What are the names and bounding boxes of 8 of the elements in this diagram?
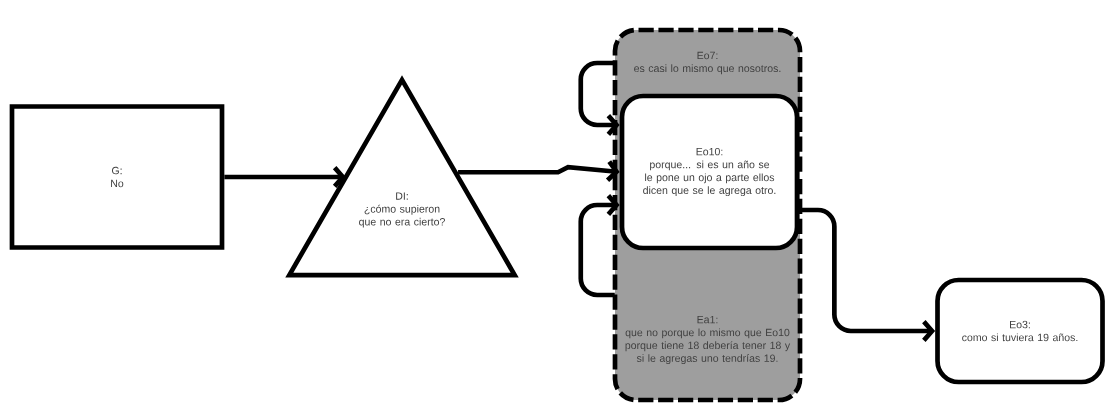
process-box: G: No [9, 104, 225, 250]
arrow [578, 194, 620, 298]
arrow [799, 207, 936, 342]
arrow [224, 166, 346, 188]
rounded-box: Eo10: porque... si es un año se le pone un ojo a parte ellos dicen que se le agrega otro. [619, 93, 800, 251]
rounded-box: Eo3: como si tuviera 19 años. [935, 277, 1105, 385]
arrow [578, 60, 620, 136]
arrow [458, 160, 620, 182]
